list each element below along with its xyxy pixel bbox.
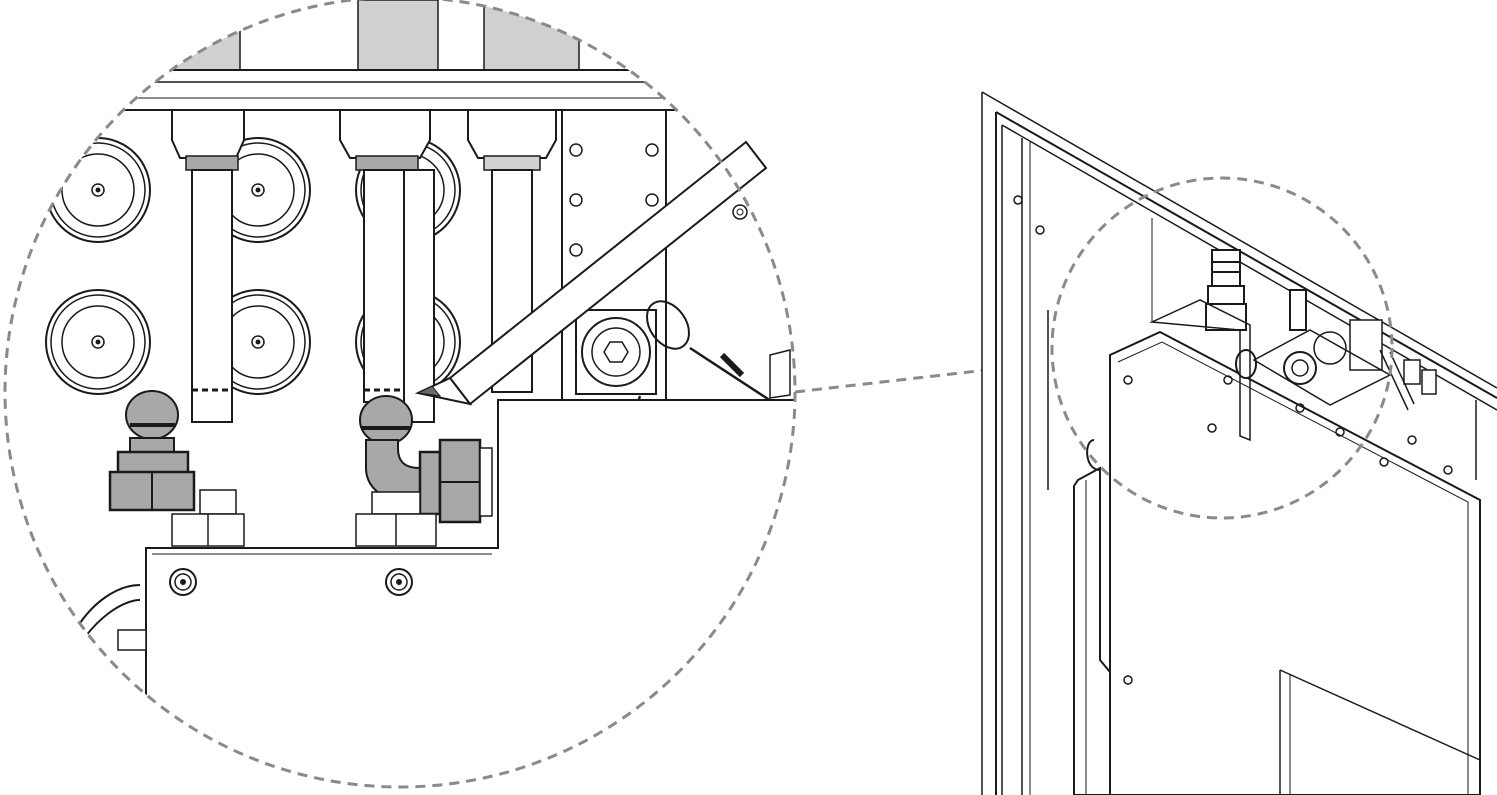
pipe-center — [339, 109, 435, 423]
screw-icon — [1443, 465, 1453, 475]
fitting-left — [108, 390, 245, 547]
hex-bolt-icon — [575, 309, 657, 395]
screw-icon — [1123, 375, 1133, 385]
screw-icon — [169, 568, 197, 596]
fitting-elbow-center — [355, 395, 493, 547]
callout-connector-line — [794, 360, 1057, 394]
base-panel — [145, 399, 795, 787]
screw-icon — [1335, 427, 1345, 437]
top-pipe-center — [357, 0, 439, 73]
detail-magnified-view — [3, 0, 797, 789]
pipe-left — [171, 109, 245, 423]
screw-icon — [1207, 423, 1217, 433]
screw-icon — [1379, 457, 1389, 467]
screw-icon — [1123, 675, 1133, 685]
screw-icon — [1295, 403, 1305, 413]
pencil-icon — [414, 140, 768, 406]
overview-cabinet-view — [981, 91, 1497, 795]
overview-callout-circle — [1050, 176, 1394, 520]
filter-cap-icon — [45, 289, 151, 395]
door-handle — [1073, 466, 1111, 795]
top-pipe-left — [149, 0, 241, 73]
screw-icon — [1407, 435, 1417, 445]
overview-fittings — [1149, 218, 1437, 442]
screw-icon — [385, 568, 413, 596]
screw-icon — [1223, 375, 1233, 385]
